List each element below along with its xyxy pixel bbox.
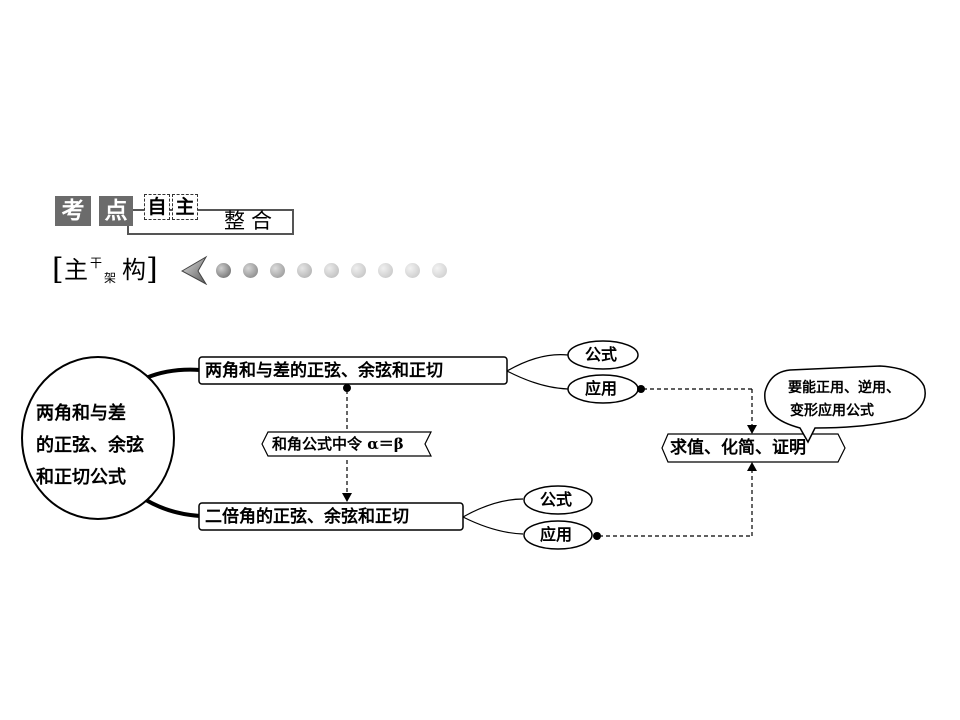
progress-dot-8[interactable] bbox=[405, 263, 420, 278]
header-dian: 点 bbox=[99, 196, 133, 226]
sub-jia: 架 bbox=[104, 271, 117, 285]
back-arrow-icon[interactable] bbox=[180, 255, 210, 285]
progress-dot-1[interactable] bbox=[216, 263, 231, 278]
sub-gou: 构 bbox=[122, 256, 146, 284]
progress-dot-6[interactable] bbox=[351, 263, 366, 278]
bottom-oval-1-label[interactable]: 公式 bbox=[540, 490, 573, 509]
sub-right-bracket: ] bbox=[146, 252, 158, 287]
progress-dot-9[interactable] bbox=[432, 263, 447, 278]
top-oval-1-label[interactable]: 公式 bbox=[585, 345, 618, 364]
result-box-label: 求值、化简、证明 bbox=[670, 438, 806, 458]
center-circle bbox=[21, 356, 175, 520]
sub-zhu: 主 bbox=[64, 256, 88, 284]
result-box-shape bbox=[661, 433, 846, 463]
bottom-box-label: 二倍角的正弦、余弦和正切 bbox=[205, 507, 409, 527]
progress-dot-5[interactable] bbox=[324, 263, 339, 278]
progress-dot-4[interactable] bbox=[297, 263, 312, 278]
speech-bubble-shape bbox=[764, 365, 926, 444]
top-oval-1-shape bbox=[567, 340, 639, 370]
progress-dot-2[interactable] bbox=[243, 263, 258, 278]
center-circle-text: 两角和与差 的正弦、余弦 和正切公式 bbox=[36, 398, 156, 494]
top-box-label: 两角和与差的正弦、余弦和正切 bbox=[205, 361, 443, 381]
middle-tag-label: 和角公式中令 α＝β bbox=[272, 435, 404, 453]
header-kao: 考 bbox=[55, 196, 91, 226]
progress-dot-3[interactable] bbox=[270, 263, 285, 278]
connector-circle-top bbox=[145, 367, 201, 380]
sub-gan: 干 bbox=[90, 256, 103, 270]
top-oval-2-label[interactable]: 应用 bbox=[585, 379, 618, 398]
header-zi: 自 bbox=[144, 194, 170, 220]
header-zhu: 主 bbox=[172, 194, 198, 220]
bottom-oval-2-shape bbox=[523, 520, 593, 550]
header-zhenghe: 整合 bbox=[224, 209, 278, 233]
header-title-box: 整合 bbox=[127, 209, 294, 235]
bubble-line-1: 要能正用、逆用、 bbox=[788, 380, 900, 396]
bottom-oval-1-shape bbox=[523, 485, 593, 515]
progress-dot-7[interactable] bbox=[378, 263, 393, 278]
middle-tag-shape bbox=[261, 431, 432, 457]
bottom-oval-2-label[interactable]: 应用 bbox=[540, 525, 573, 544]
connector-circle-bottom bbox=[144, 498, 201, 518]
center-line-3: 和正切公式 bbox=[36, 467, 126, 488]
bubble-line-2: 变形应用公式 bbox=[790, 403, 874, 419]
center-line-1: 两角和与差 bbox=[36, 403, 126, 424]
sub-left-bracket: [ bbox=[52, 252, 64, 287]
center-line-2: 的正弦、余弦 bbox=[36, 435, 144, 456]
